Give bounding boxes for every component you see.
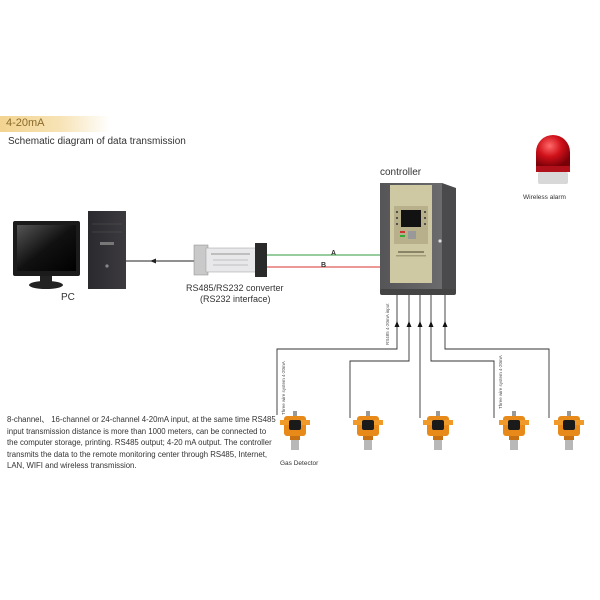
input-label: RS485 4-20mA input [385, 303, 390, 345]
pc-tower [88, 211, 126, 289]
gas-detector-label: Gas Detector [280, 460, 319, 467]
section-badge: 4-20mA [6, 117, 45, 129]
pc-label: PC [61, 292, 75, 303]
gas-detector-2 [353, 411, 383, 450]
gas-detector-1 [280, 411, 310, 450]
gas-detector-3 [423, 411, 453, 450]
line-b-label: B [321, 262, 327, 269]
description-text: 8-channel、 16-channel or 24-channel 4-20… [7, 415, 276, 470]
gas-detector-5 [554, 411, 584, 450]
detector-wires [276, 295, 550, 418]
alarm-label: Wireless alarm [523, 194, 566, 201]
signal-label-1: Three wire system 4-20mA [281, 361, 286, 415]
diagram-title: Schematic diagram of data transmission [8, 136, 186, 147]
input-arrows [394, 321, 448, 327]
section-badge-background [0, 116, 110, 132]
arrow-icon [150, 258, 156, 264]
signal-label-2: Three wire system 4-20mA [498, 355, 503, 409]
converter-label: RS485/RS232 converter [186, 283, 284, 293]
controller-cabinet [380, 183, 456, 295]
controller-label: controller [380, 167, 422, 178]
gas-detector-4 [499, 411, 529, 450]
pc-monitor [13, 221, 80, 289]
line-a-label: A [331, 250, 337, 257]
rs485-rs232-converter [193, 243, 267, 277]
converter-sublabel: (RS232 interface) [200, 294, 271, 304]
wireless-alarm [536, 135, 570, 184]
